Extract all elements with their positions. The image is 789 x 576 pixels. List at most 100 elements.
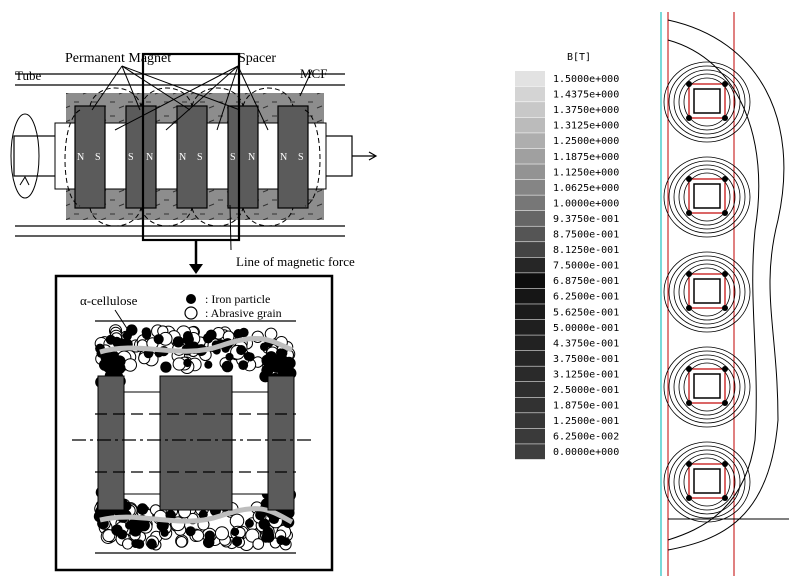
corner-node: [722, 366, 728, 372]
line-of-force-label: Line of magnetic force: [236, 254, 355, 269]
pole-label: N: [77, 152, 84, 163]
legend-value: 5.0000e-001: [553, 323, 619, 334]
iron-particle: [198, 510, 208, 520]
legend-value: 2.5000e-001: [553, 385, 619, 396]
pole-label: S: [197, 152, 203, 163]
pole-label: N: [179, 152, 186, 163]
abrasive-grain-icon: [184, 306, 198, 320]
legend-swatch: [515, 242, 545, 258]
magnet-outline: [688, 178, 726, 214]
iron-particle: [134, 539, 145, 549]
legend-value: 1.2500e+000: [553, 136, 619, 147]
legend-swatch: [515, 288, 545, 304]
iron-particle: [117, 529, 128, 540]
legend-swatch: [515, 195, 545, 211]
iron-particle: [206, 534, 215, 544]
field-contour: [683, 457, 731, 507]
abrasive-grain: [122, 538, 134, 550]
iron-particle: [244, 518, 254, 528]
iron-particle: [236, 344, 247, 356]
corner-node: [722, 115, 728, 121]
legend-value: 6.8750e-001: [553, 276, 619, 287]
magnet-outline: [688, 273, 726, 309]
shaft-left: [13, 135, 60, 177]
corner-node: [686, 400, 692, 406]
iron-particle: [225, 352, 234, 361]
iron-particle: [204, 360, 213, 369]
iron-particle: [182, 333, 194, 346]
iron-particle: [125, 521, 134, 530]
iron-particle: [147, 539, 157, 550]
magnet-outline: [688, 463, 726, 499]
legend-value: 0.0000e+000: [553, 447, 619, 458]
detail-selection-box: [141, 52, 241, 242]
corner-node: [722, 305, 728, 311]
legend-swatch: [515, 179, 545, 195]
legend-value: 6.2500e-002: [553, 432, 619, 443]
legend-value: 1.8750e-001: [553, 401, 619, 412]
top-particles: [94, 324, 297, 389]
field-plot: [660, 12, 789, 576]
field-contour: [683, 362, 731, 412]
field-contour: [678, 168, 736, 226]
magnet-1: [74, 105, 106, 209]
legend-swatch: [515, 319, 545, 335]
iron-particle: [238, 360, 249, 371]
iron-particle-icon: [186, 294, 196, 304]
legend-value: 6.2500e-001: [553, 292, 619, 303]
legend-value: 1.2500e-001: [553, 416, 619, 427]
legend-swatch: [515, 350, 545, 366]
iron-particle: [239, 327, 249, 338]
field-contour: [678, 453, 736, 511]
corner-node: [686, 176, 692, 182]
iron-particle: [276, 535, 287, 546]
abrasive-grain: [175, 535, 188, 548]
legend-value: 8.7500e-001: [553, 230, 619, 241]
legend-swatch: [515, 382, 545, 397]
iron-particle: [137, 519, 150, 532]
field-contour: [678, 73, 736, 131]
cellulose-fiber-bottom: [99, 506, 294, 525]
field-contour: [673, 259, 741, 325]
legend-swatch: [515, 86, 545, 102]
corner-node: [722, 461, 728, 467]
iron-particle: [203, 333, 214, 344]
magnet-2: [125, 105, 157, 209]
field-contour: [668, 160, 746, 234]
permanent-magnet-label: Permanent Magnet: [65, 51, 171, 66]
iron-particle: [263, 531, 275, 543]
legend-value: 3.7500e-001: [553, 354, 619, 365]
detail-spacer-right: [231, 391, 269, 495]
legend-swatch: [515, 210, 545, 226]
corner-node: [722, 176, 728, 182]
iron-particle: [160, 361, 172, 373]
abrasive-grain-label: : Abrasive grain: [205, 306, 282, 320]
field-contour: [668, 65, 746, 139]
iron-particle: [136, 503, 149, 515]
legend-value: 1.0625e+000: [553, 183, 619, 194]
corner-node: [686, 305, 692, 311]
corner-node: [722, 495, 728, 501]
abrasive-grain: [229, 513, 245, 529]
spacer-label: Spacer: [238, 51, 276, 66]
abrasive-grain: [214, 526, 229, 541]
field-contour: [663, 346, 751, 428]
detail-spacer-left: [123, 391, 161, 495]
core-contour: [693, 88, 721, 114]
core-contour: [693, 278, 721, 304]
field-legend: B[T] 1.5000e+0001.4375e+0001.3750e+0001.…: [515, 52, 619, 460]
pole-label: S: [230, 152, 236, 163]
legend-swatch: [515, 102, 545, 118]
field-contour: [663, 61, 751, 143]
corner-node: [722, 400, 728, 406]
iron-particle: [113, 355, 126, 368]
legend-title: B[T]: [567, 52, 591, 63]
corner-node: [686, 81, 692, 87]
iron-particle: [122, 330, 132, 341]
legend-swatch: [515, 397, 545, 413]
detail-magnet-left: [97, 375, 125, 511]
iron-particle: [185, 526, 196, 537]
corner-node: [722, 81, 728, 87]
leader-lines: [91, 65, 313, 251]
